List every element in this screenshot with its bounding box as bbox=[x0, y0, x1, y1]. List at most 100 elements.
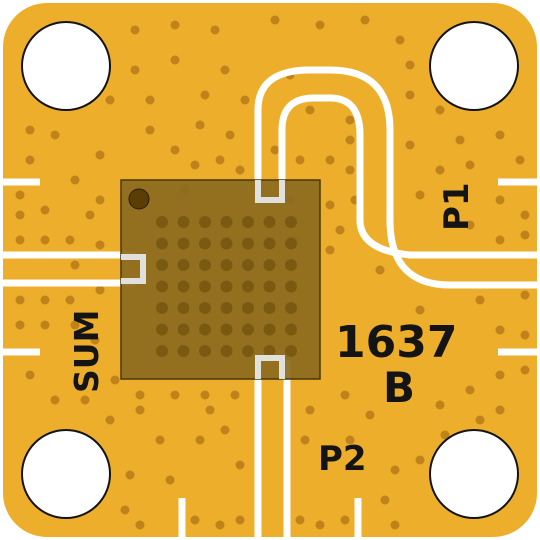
via-dot bbox=[495, 235, 505, 245]
chip-pad bbox=[242, 216, 254, 228]
chip-pad bbox=[220, 345, 233, 357]
chip-pad bbox=[220, 302, 233, 314]
via-dot bbox=[270, 145, 280, 155]
port-label-sum: SUM bbox=[67, 310, 106, 393]
via-dot bbox=[95, 285, 105, 295]
via-dot bbox=[25, 370, 35, 380]
via-dot bbox=[230, 390, 240, 400]
chip-pad bbox=[177, 280, 190, 293]
chip-pad bbox=[263, 323, 276, 336]
via-dot bbox=[105, 415, 115, 425]
via-dot bbox=[345, 435, 355, 445]
chip-pad bbox=[177, 259, 190, 271]
via-dot bbox=[435, 105, 445, 115]
via-dot bbox=[130, 25, 140, 35]
pad-p1 bbox=[255, 180, 285, 203]
via-dot bbox=[50, 130, 60, 140]
pad-sum bbox=[121, 254, 146, 284]
via-dot bbox=[145, 125, 155, 135]
via-dot bbox=[15, 295, 25, 305]
via-dot bbox=[240, 95, 250, 105]
ic-chip bbox=[120, 179, 321, 380]
via-dot bbox=[195, 120, 205, 130]
via-dot bbox=[335, 225, 345, 235]
chip-pad bbox=[156, 323, 168, 336]
chip-pad bbox=[220, 280, 233, 293]
via-dot bbox=[465, 220, 475, 230]
chip-pad bbox=[156, 302, 168, 314]
p1-trace-gap-inner bbox=[278, 94, 537, 259]
chip-pad bbox=[220, 237, 233, 250]
via-dot bbox=[475, 415, 485, 425]
via-dot bbox=[170, 55, 180, 65]
via-dot bbox=[520, 290, 530, 300]
via-dot bbox=[495, 130, 505, 140]
via-dot bbox=[235, 515, 245, 525]
via-dot bbox=[135, 520, 145, 530]
chip-pad bbox=[156, 216, 168, 228]
via-dot bbox=[345, 135, 355, 145]
chip-pad bbox=[242, 345, 254, 357]
chip-pad bbox=[220, 323, 233, 336]
via-dot bbox=[65, 235, 75, 245]
via-dot bbox=[145, 95, 155, 105]
via-dot bbox=[405, 60, 415, 70]
via-dot bbox=[40, 295, 50, 305]
via-dot bbox=[135, 390, 145, 400]
via-dot bbox=[205, 405, 215, 415]
chip-pad bbox=[199, 237, 211, 250]
via-dot bbox=[405, 140, 415, 150]
via-dot bbox=[170, 145, 180, 155]
chip-pad bbox=[220, 259, 233, 271]
via-dot bbox=[195, 435, 205, 445]
via-dot bbox=[345, 165, 355, 175]
via-dot bbox=[390, 520, 400, 530]
via-dot bbox=[15, 210, 25, 220]
via-dot bbox=[225, 130, 235, 140]
via-dot bbox=[125, 470, 135, 480]
via-dot bbox=[70, 175, 80, 185]
chip-pad bbox=[285, 237, 297, 250]
chip-pad bbox=[285, 345, 297, 357]
part-number: 1637 bbox=[335, 317, 457, 368]
via-dot bbox=[95, 195, 105, 205]
via-dot bbox=[315, 520, 325, 530]
port-label-p1: P1 bbox=[437, 182, 477, 231]
via-dot bbox=[220, 425, 230, 435]
mounting-holes bbox=[21, 21, 519, 519]
via-dot bbox=[495, 325, 505, 335]
chip-pad bbox=[199, 280, 211, 293]
via-dot bbox=[455, 135, 465, 145]
via-dot bbox=[210, 25, 220, 35]
via-dot bbox=[95, 240, 105, 250]
via-dot bbox=[495, 370, 505, 380]
via-dot bbox=[475, 295, 485, 305]
chip-pad bbox=[156, 237, 168, 250]
chip-pad bbox=[285, 216, 297, 228]
chip-pad bbox=[156, 280, 168, 293]
via-dot bbox=[105, 95, 115, 105]
via-dot bbox=[295, 515, 305, 525]
via-dot bbox=[515, 155, 525, 165]
via-dot bbox=[325, 245, 335, 255]
via-dot bbox=[390, 465, 400, 475]
via-dot bbox=[135, 405, 145, 415]
via-dot bbox=[200, 390, 210, 400]
via-dot bbox=[155, 435, 165, 445]
chip-pad bbox=[177, 302, 190, 314]
via-dot bbox=[65, 295, 75, 305]
via-dot bbox=[170, 20, 180, 30]
via-dot bbox=[215, 520, 225, 530]
via-dot bbox=[40, 205, 50, 215]
via-dot bbox=[520, 210, 530, 220]
via-dot bbox=[270, 15, 280, 25]
chip-pad bbox=[263, 237, 276, 250]
via-dot bbox=[325, 200, 335, 210]
via-dot bbox=[380, 495, 390, 505]
revision-letter: B bbox=[383, 363, 415, 412]
via-dot bbox=[305, 405, 315, 415]
via-dot bbox=[120, 505, 130, 515]
via-dot bbox=[360, 15, 370, 25]
via-dot bbox=[85, 210, 95, 220]
chip-pad bbox=[199, 323, 211, 336]
